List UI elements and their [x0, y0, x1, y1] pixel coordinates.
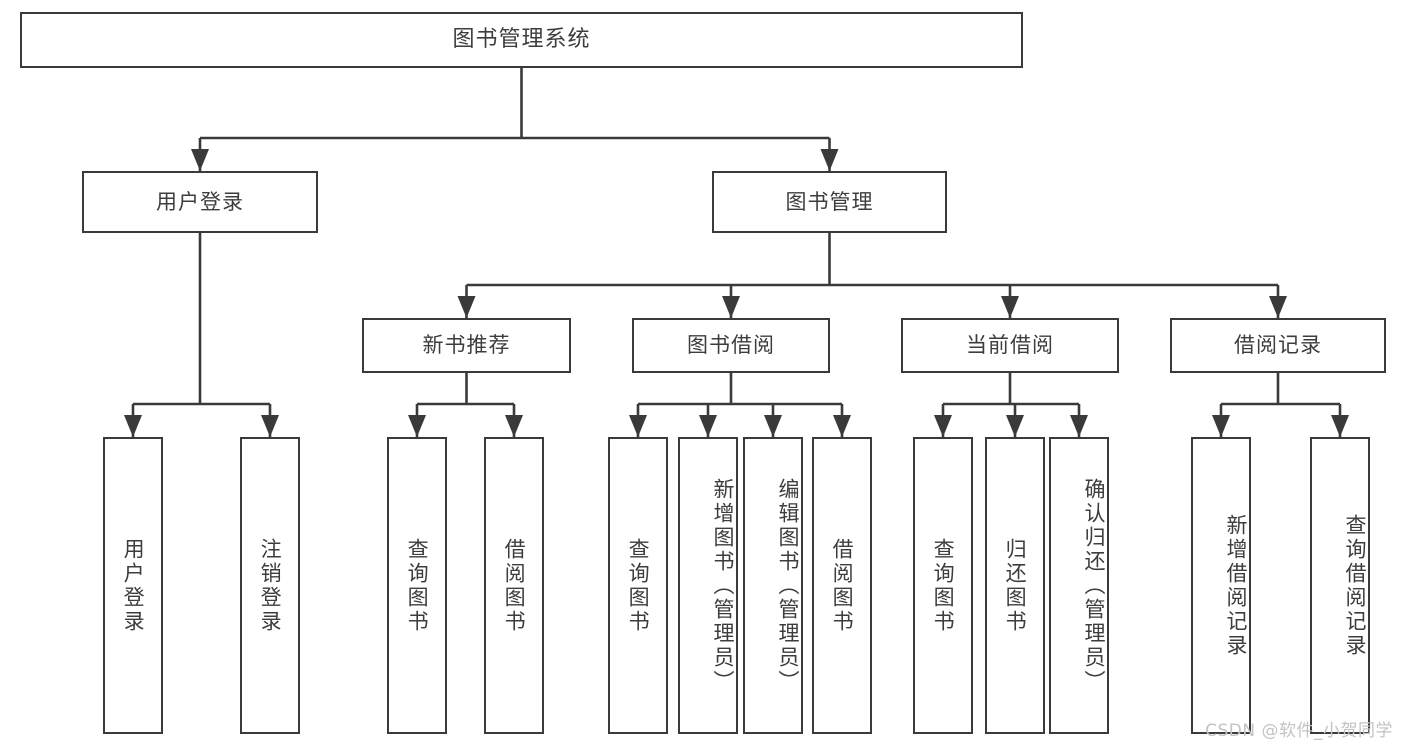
- arrow-head: [1269, 296, 1287, 318]
- arrow-head: [699, 415, 717, 437]
- node-label: 借阅记录: [1234, 333, 1322, 358]
- arrow-head: [124, 415, 142, 437]
- arrow-head: [261, 415, 279, 437]
- watermark-text: CSDN @软件_小贺同学: [1205, 721, 1393, 741]
- arrow-head: [1001, 296, 1019, 318]
- node-leaf-return-book[interactable]: 归还图书: [985, 437, 1045, 734]
- node-label: 注销登录: [258, 537, 283, 634]
- node-label: 编辑图书（管理员）: [776, 477, 800, 694]
- arrow-head: [505, 415, 523, 437]
- node-label: 确认归还（管理员）: [1082, 477, 1106, 694]
- node-new-book-rec[interactable]: 新书推荐: [362, 318, 571, 373]
- node-label: 查询图书: [931, 537, 956, 634]
- node-leaf-query-book-3[interactable]: 查询图书: [913, 437, 973, 734]
- node-leaf-borrow-book-2[interactable]: 借阅图书: [812, 437, 872, 734]
- node-leaf-edit-book-admin[interactable]: 编辑图书（管理员）: [743, 437, 803, 734]
- node-root[interactable]: 图书管理系统: [20, 12, 1023, 68]
- node-leaf-confirm-return-admin[interactable]: 确认归还（管理员）: [1049, 437, 1109, 734]
- node-label: 查询借阅记录: [1343, 513, 1367, 658]
- node-user-login[interactable]: 用户登录: [82, 171, 318, 233]
- arrow-head: [934, 415, 952, 437]
- node-label: 新书推荐: [422, 333, 511, 358]
- node-leaf-add-book-admin[interactable]: 新增图书（管理员）: [678, 437, 738, 734]
- arrow-head: [1070, 415, 1088, 437]
- arrow-head: [722, 296, 740, 318]
- node-label: 图书管理: [785, 189, 874, 214]
- arrow-head: [408, 415, 426, 437]
- node-borrow-record[interactable]: 借阅记录: [1170, 318, 1386, 373]
- arrow-head: [1212, 415, 1230, 437]
- node-leaf-borrow-book-1[interactable]: 借阅图书: [484, 437, 544, 734]
- node-leaf-query-record[interactable]: 查询借阅记录: [1310, 437, 1370, 734]
- node-leaf-query-book-1[interactable]: 查询图书: [387, 437, 447, 734]
- arrow-head: [457, 296, 476, 318]
- arrow-head: [764, 415, 782, 437]
- node-label: 图书管理系统: [452, 27, 591, 53]
- node-label: 查询图书: [405, 537, 430, 634]
- node-leaf-user-login[interactable]: 用户登录: [103, 437, 163, 734]
- node-label: 查询图书: [626, 537, 651, 634]
- arrow-head: [833, 415, 851, 437]
- arrow-head: [191, 149, 209, 171]
- arrow-head: [820, 149, 839, 171]
- arrow-head: [1331, 415, 1349, 437]
- arrow-head: [1006, 415, 1024, 437]
- node-book-manage[interactable]: 图书管理: [712, 171, 947, 233]
- node-leaf-add-record[interactable]: 新增借阅记录: [1191, 437, 1251, 734]
- node-label: 新增借阅记录: [1224, 513, 1248, 658]
- node-book-borrow[interactable]: 图书借阅: [632, 318, 830, 373]
- node-current-borrow[interactable]: 当前借阅: [901, 318, 1119, 373]
- node-label: 用户登录: [121, 537, 146, 634]
- node-label: 图书借阅: [687, 333, 775, 358]
- node-label: 用户登录: [156, 189, 244, 214]
- arrow-head: [629, 415, 647, 437]
- node-label: 借阅图书: [502, 537, 527, 634]
- node-label: 当前借阅: [966, 333, 1054, 358]
- node-leaf-query-book-2[interactable]: 查询图书: [608, 437, 668, 734]
- node-label: 新增图书（管理员）: [711, 477, 735, 694]
- node-label: 借阅图书: [830, 537, 855, 634]
- node-leaf-logout[interactable]: 注销登录: [240, 437, 300, 734]
- node-label: 归还图书: [1003, 537, 1028, 634]
